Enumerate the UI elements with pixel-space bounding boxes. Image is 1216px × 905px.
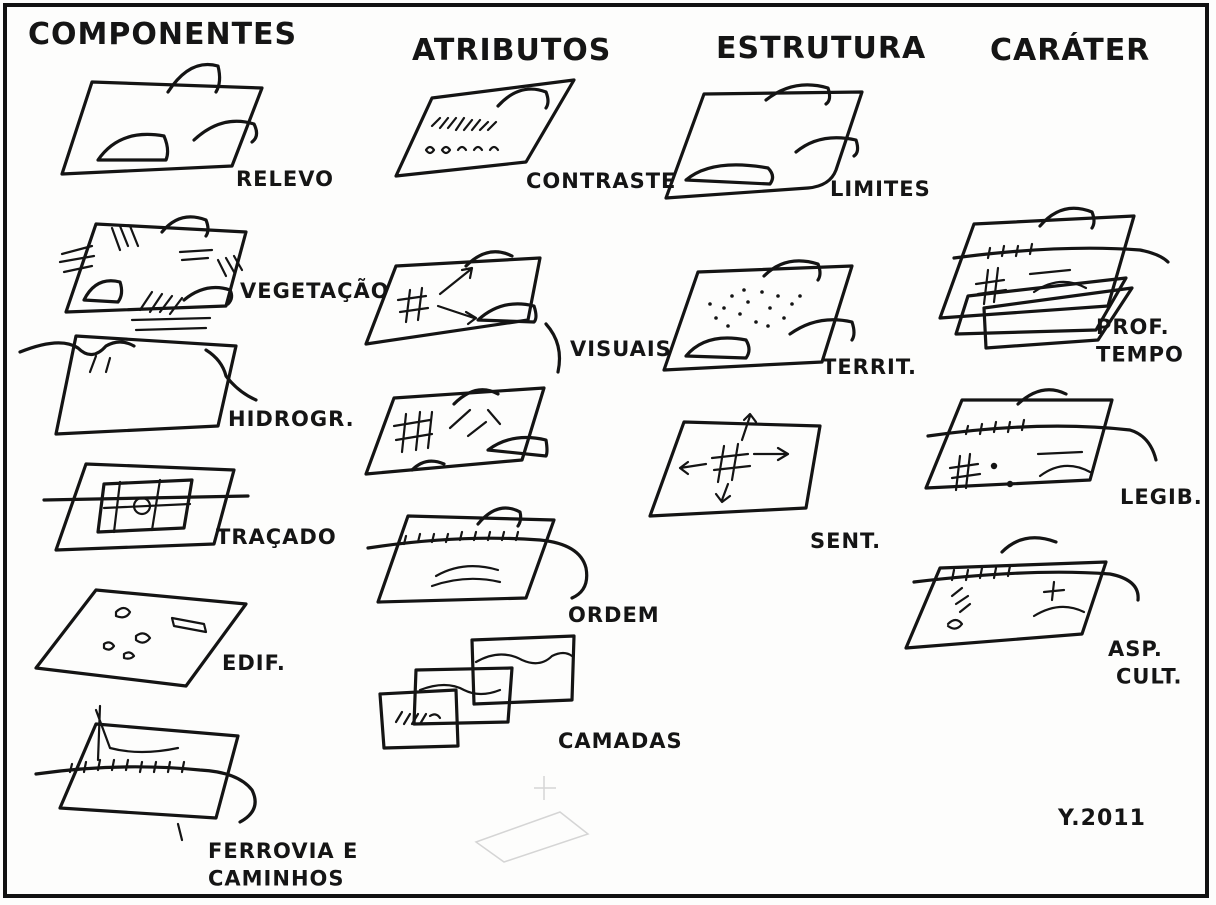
sketch-ordem-grid [364,386,549,476]
label-hidrografia: HIDROGR. [228,407,355,431]
sketch-territorio [662,259,856,372]
sketch-hidrografia [18,334,258,436]
sketch-camadas [378,634,576,750]
signature: Y.2011 [1058,806,1146,831]
label-sentido: SENT. [810,529,881,553]
label-prof: PROF.TEMPO [1096,315,1184,366]
label-legib: LEGIB. [1120,485,1203,509]
sketch-visuais [364,250,562,374]
sketch-vegetacao [58,215,248,332]
heading-componentes: COMPONENTES [28,17,297,52]
label-territorio: TERRIT. [822,355,917,379]
sketch-asp-cult [904,536,1140,650]
label-asp: ASP.CULT. [1108,637,1182,688]
sketch-ordem-rail [366,506,589,604]
sketch-sentido [648,412,822,518]
label-visuais: VISUAIS [570,337,672,361]
sheet-border [3,3,1209,898]
sketch-ferrovia [34,704,257,842]
label-vegetacao: VEGETAÇÃO [240,278,390,303]
label-tracado: TRAÇADO [216,525,337,549]
sketch-territorio-dots [708,288,802,328]
sketch-edificacoes [34,588,248,688]
sketch-relevo [60,62,264,176]
sketch-prof-tempo [938,206,1170,350]
sketch-legib [924,388,1158,492]
sketch-tracado [42,462,250,552]
label-contraste: CONTRASTE [526,169,676,193]
heading-atributos: ATRIBUTOS [412,33,611,68]
label-limites: LIMITES [830,177,931,201]
faint-traces [474,776,590,863]
heading-estrutura: ESTRUTURA [716,31,926,66]
label-ordem: ORDEM [568,603,660,627]
label-relevo: RELEVO [236,167,334,191]
label-camadas: CAMADAS [558,729,683,753]
sketch-contraste [394,78,576,178]
sketch-limites [664,83,864,200]
heading-carater: CARÁTER [990,32,1150,68]
label-edificacoes: EDIF. [222,651,286,675]
